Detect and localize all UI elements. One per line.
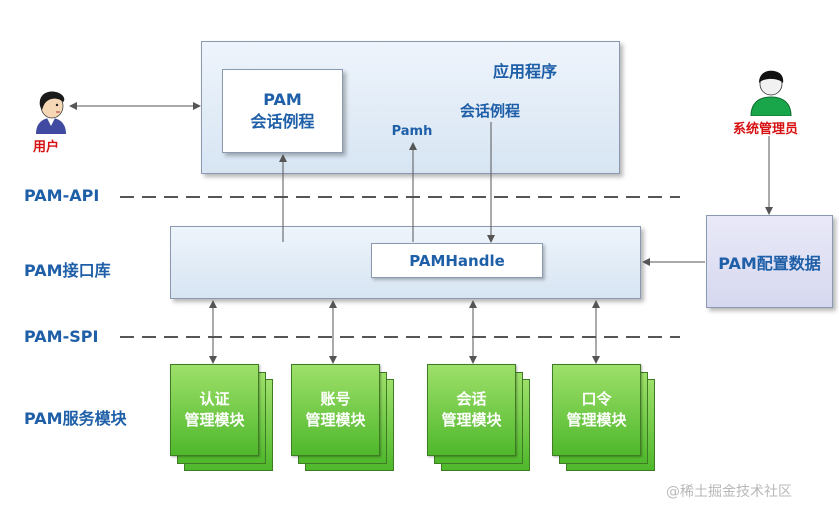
pam-session-routine-box: PAM 会话例程 xyxy=(222,69,343,153)
application-title: 应用程序 xyxy=(492,62,557,81)
pam-session-line1: PAM xyxy=(263,90,302,109)
auth-module-line1: 认证 xyxy=(199,390,230,408)
pam-modules-label: PAM服务模块 xyxy=(24,409,127,428)
pam-session-line2: 会话例程 xyxy=(250,112,315,131)
pamh-label: Pamh xyxy=(391,123,433,139)
pam-spi-label: PAM-SPI xyxy=(24,327,99,346)
pam-lib-label: PAM接口库 xyxy=(24,261,111,280)
watermark: @稀土掘金技术社区 xyxy=(666,484,792,500)
pam-config-box: PAM配置数据 xyxy=(706,215,833,308)
password-module: 口令 管理模块 xyxy=(552,364,641,456)
pam-library-box xyxy=(170,226,641,299)
pam-handle-box: PAMHandle xyxy=(371,243,543,278)
password-module-line1: 口令 xyxy=(581,390,612,408)
account-module-line2: 管理模块 xyxy=(305,411,366,429)
admin-avatar-icon xyxy=(748,68,794,117)
session-module: 会话 管理模块 xyxy=(427,364,516,456)
account-module: 账号 管理模块 xyxy=(291,364,380,456)
user-avatar-icon xyxy=(30,88,72,134)
session-routine-label: 会话例程 xyxy=(459,101,520,120)
session-module-line2: 管理模块 xyxy=(441,411,502,429)
pam-api-label: PAM-API xyxy=(24,186,100,205)
user-label: 用户 xyxy=(33,140,60,155)
auth-module-line2: 管理模块 xyxy=(184,411,245,429)
session-module-line1: 会话 xyxy=(456,390,487,408)
auth-module: 认证 管理模块 xyxy=(170,364,259,456)
account-module-line1: 账号 xyxy=(320,390,351,408)
password-module-line2: 管理模块 xyxy=(566,411,627,429)
admin-label: 系统管理员 xyxy=(733,122,799,137)
